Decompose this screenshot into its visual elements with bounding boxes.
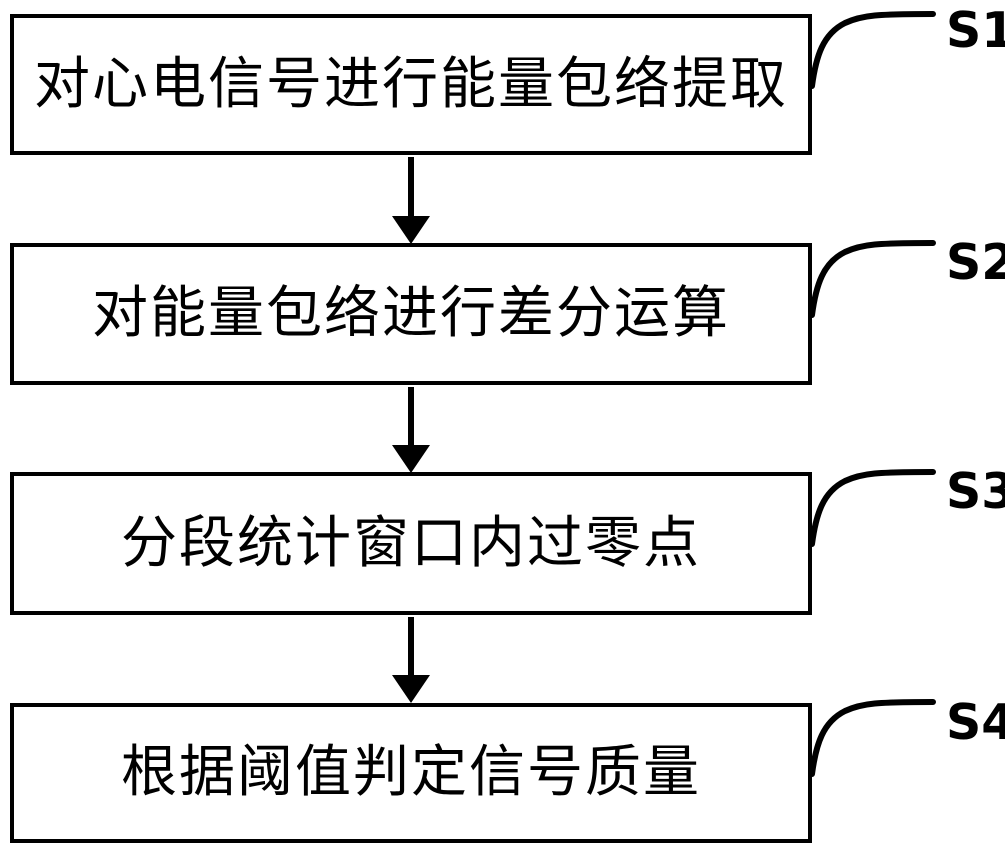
flow-step-1-box: 对心电信号进行能量包络提取 <box>10 14 812 155</box>
arrow-down-2 <box>392 387 430 473</box>
leader-line-s3 <box>812 472 933 544</box>
step-id-label-s3: S3 <box>946 467 1005 516</box>
flow-step-4-label: 根据阈值判定信号质量 <box>121 742 701 804</box>
flow-step-2-label: 对能量包络进行差分运算 <box>92 283 730 345</box>
step-id-label-s1: S1 <box>946 6 1005 55</box>
flow-step-2-box: 对能量包络进行差分运算 <box>10 243 812 385</box>
step-id-label-s4: S4 <box>946 698 1005 747</box>
leader-line-s2 <box>812 243 933 315</box>
arrow-down-1 <box>392 157 430 244</box>
flow-step-4-box: 根据阈值判定信号质量 <box>10 703 812 843</box>
flow-step-1-label: 对心电信号进行能量包络提取 <box>34 54 788 116</box>
step-id-label-s2: S2 <box>946 238 1005 287</box>
leader-line-s1 <box>812 14 933 86</box>
flow-step-3-box: 分段统计窗口内过零点 <box>10 472 812 615</box>
flow-step-3-label: 分段统计窗口内过零点 <box>121 513 701 575</box>
leader-line-s4 <box>812 702 933 774</box>
arrow-down-3 <box>392 617 430 703</box>
